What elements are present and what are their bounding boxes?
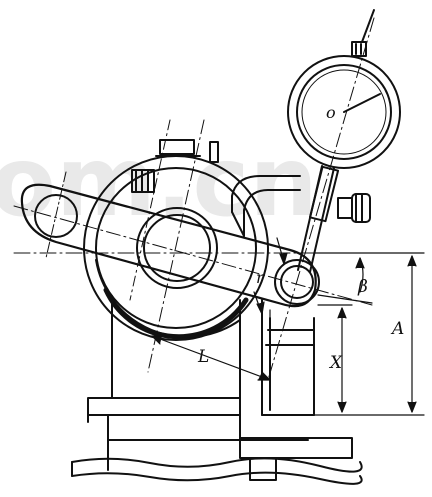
- center-boss: [136, 207, 218, 289]
- label-L: L: [197, 347, 209, 367]
- dimension-X: [317, 304, 353, 413]
- housing-cap: [155, 139, 219, 163]
- radius-r-marker: [253, 237, 288, 315]
- angle-beta-marker: [317, 257, 373, 304]
- label-A: A: [390, 319, 404, 339]
- base-fixture: [71, 397, 363, 485]
- label-X: X: [328, 353, 343, 373]
- dimension-L: [151, 309, 271, 383]
- dimension-A: [313, 252, 425, 416]
- left-pin: [34, 171, 78, 259]
- label-beta: β: [357, 277, 368, 297]
- adjusting-knob: [131, 169, 155, 193]
- secondary-axis-line: [129, 119, 171, 301]
- right-roller: [274, 259, 320, 305]
- boss-axis-line: [147, 119, 205, 373]
- label-o: o: [326, 103, 336, 122]
- label-r: r: [256, 268, 265, 287]
- lever-bar: [13, 183, 373, 308]
- indicator-bracket: [231, 175, 301, 237]
- dial-axis-line: [267, 17, 375, 381]
